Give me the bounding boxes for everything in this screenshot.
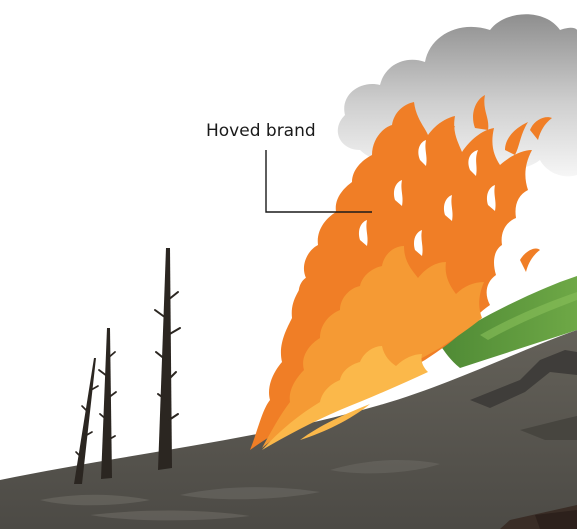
burnt-tree-icon xyxy=(74,248,180,484)
main-fire-label: Hoved brand xyxy=(206,121,316,141)
